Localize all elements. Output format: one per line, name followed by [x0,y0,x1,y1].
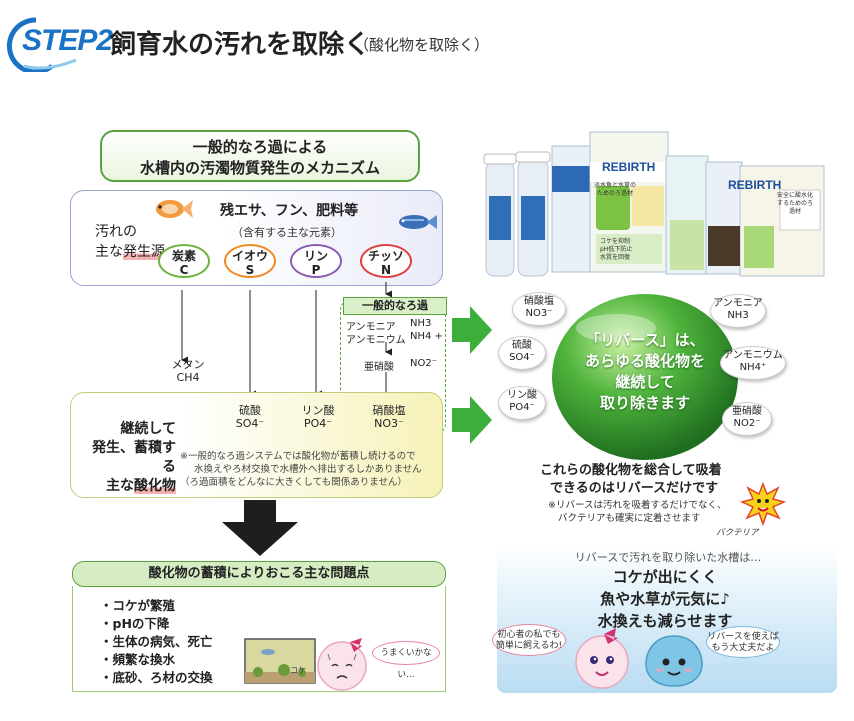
problem-item: ・頻繁な換水 [100,652,176,667]
contained-elements-label: （含有する主な元素） [232,226,342,239]
benefit-item-2: 魚や水草が元気に♪ [600,590,730,608]
product-card-acidify: 安全に酸水化するためのろ過材 [776,192,813,215]
rebirth-products-image [483,131,825,277]
page-subtitle: （酸化物を取除く） [354,36,490,54]
summary-note: ※リバースは汚れを吸着するだけでなく、 バクテリアも確実に定着させます [548,500,727,524]
accumulated-oxides-box [70,392,443,498]
problem-speech-bubble: うまくいかない… [372,641,440,680]
residue-label: 残エサ、フン、肥料等 [220,203,359,219]
pollution-source-label: 汚れの 主な発生源 [95,224,165,260]
product-card-freshwater: 淡水魚と水草のためのろ過材 [594,182,637,197]
ammonia-label: アンモニア [346,322,396,333]
problems-heading: 酸化物の蓄積によりおこる主な問題点 [72,561,446,587]
bubble-ammonia [710,294,766,328]
goldfish-icon [156,200,193,218]
benefits-intro: リバースで汚れを取り除いた水槽は… [574,551,762,564]
bubble-sulfate-label: 硫酸 SO4⁻ [509,340,535,363]
accumulation-note: ※一般的なろ過システムでは酸化物が蓄積し続けるので 水換えやろ材交換で水槽外へ排… [180,451,422,488]
step-badge-swoosh [6,17,77,72]
nitrite-label: 亜硝酸 [364,362,394,373]
summary-text: これらの酸化物を総合して吸着 できるのはリバースだけです [540,463,722,496]
happy-blue-character-icon [645,635,703,687]
mechanism-title-line2: 水槽内の汚濁物質発生のメカニズム [139,159,380,177]
element-nitrogen: チッソ N [360,244,412,278]
benefit-item-1: コケが出にくく [612,568,718,586]
bubble-nitrite [722,402,772,436]
product-feature-list: コケを抑制 pH低下防止 水質を回復 [600,238,633,261]
problem-item: ・生体の病気、死亡 [100,634,213,649]
problem-item: ・pHの下降 [100,616,170,631]
bubble-ammonium-label: アンモニウム NH4⁺ [723,350,783,373]
methane-label: メタン CH4 [171,358,205,384]
element-sulfur: イオウ S [224,244,276,278]
happy-pink-character-icon [575,628,629,689]
bubble-nitrite-label: 亜硝酸 NO2⁻ [732,406,762,429]
left-speech-bubble: 初心者の私でも 簡単に飼えるわ! [492,624,566,656]
sad-character-icon [317,638,367,691]
product-brand-label-2: REBIRTH [728,178,782,192]
bubble-nitrate-label: 硝酸塩 NO3⁻ [524,296,554,319]
ammonium-label: アンモニウム [346,335,406,346]
element-carbon: 炭素 C [158,244,210,278]
nitrate-label: 硝酸塩 NO3⁻ [372,404,406,430]
problem-item: ・底砂、ろ材の交換 [100,670,213,685]
product-brand-label: REBIRTH [602,160,656,174]
dirty-tank-illustration [244,638,316,684]
rebirth-sphere [552,294,738,460]
bubble-ammonium [720,346,786,380]
ammonium-formula: NH4 + [410,331,443,342]
ammonia-formula: NH3 [410,318,432,329]
step-label: STEP2 [22,24,113,57]
blue-fish-icon [399,215,437,229]
general-filtration-title: 一般的なろ過 [343,297,447,315]
bacteria-icon [740,482,786,526]
bubble-nitrate [512,292,566,326]
bubble-phosphate-label: リン酸 PO4⁻ [507,390,537,413]
phosphate-label: リン酸 PO4⁻ [301,404,335,430]
down-arrow-icon [222,500,298,556]
benefit-item-3: 水換えも減らせます [597,612,733,630]
bacteria-label: バクテリア [716,528,759,538]
right-speech-bubble: リバースを使えば もう大丈夫だよ [706,626,780,658]
problem-item: ・コケが繁殖 [100,598,176,613]
element-phosphorus: リン P [290,244,342,278]
sulfate-label: 硫酸 SO4⁻ [235,404,265,430]
tank-algae-label: コケ [290,666,306,675]
mechanism-title-line1: 一般的なろ過による [192,138,328,156]
bubble-phosphate [498,386,546,420]
page-title: 飼育水の汚れを取除く [110,30,371,60]
problems-list: ・コケが繁殖 ・pHの下降 ・生体の病気、死亡 ・頻繁な換水 ・底砂、ろ材の交換 [100,597,213,687]
sphere-message: 「リバース」は、 あらゆる酸化物を 継続して 取り除きます [584,331,705,412]
accumulated-oxides-label: 継続して 発生、蓄積する 主な酸化物 [92,421,176,494]
bubble-sulfate [498,336,546,370]
bubble-ammonia-label: アンモニア NH3 [713,298,763,321]
nitrite-formula: NO2⁻ [410,358,437,369]
mechanism-title-box: 一般的なろ過による 水槽内の汚濁物質発生のメカニズム [100,130,420,182]
